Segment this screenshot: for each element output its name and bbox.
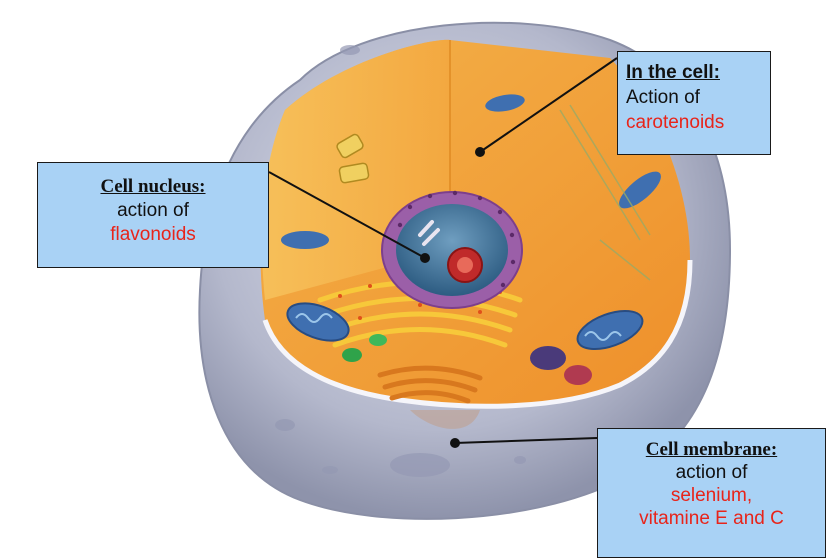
callout-in-the-cell: In the cell: Action of carotenoids — [617, 51, 771, 155]
callout-cell-highlight: carotenoids — [626, 110, 770, 135]
callout-membrane-highlight2: vitamine E and C — [598, 507, 825, 530]
callout-nucleus-highlight: flavonoids — [38, 223, 268, 247]
callout-cell-heading: In the cell: — [626, 60, 770, 85]
leader-dot-nucleus — [420, 253, 430, 263]
callout-nucleus-heading: Cell nucleus: — [38, 175, 268, 199]
callout-membrane-line1: action of — [598, 461, 825, 484]
callout-membrane-highlight1: selenium, — [598, 484, 825, 507]
nucleus-interior — [396, 204, 508, 296]
leader-dot-membrane — [450, 438, 460, 448]
callout-nucleus-line1: action of — [38, 199, 268, 223]
leader-dot-cell — [475, 147, 485, 157]
callout-cell-line1: Action of — [626, 85, 770, 110]
nucleolus-core — [457, 257, 473, 273]
callout-cell-membrane: Cell membrane: action of selenium, vitam… — [597, 428, 826, 558]
callout-cell-nucleus: Cell nucleus: action of flavonoids — [37, 162, 269, 268]
callout-membrane-heading: Cell membrane: — [598, 438, 825, 461]
